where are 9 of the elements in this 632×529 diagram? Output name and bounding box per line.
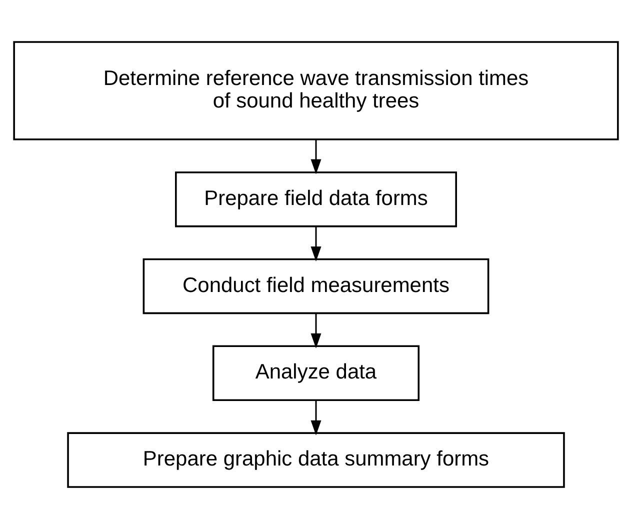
arrow bbox=[310, 139, 322, 174]
arrow bbox=[310, 226, 322, 262]
node-box: Analyze data bbox=[212, 345, 420, 401]
node-box: Determine reference wave transmission times of sound healthy trees bbox=[13, 41, 619, 140]
node-box: Prepare graphic data summary forms bbox=[67, 432, 565, 488]
node-box: Conduct field measurements bbox=[142, 258, 490, 314]
arrow bbox=[310, 400, 322, 436]
node-box: Prepare field data forms bbox=[175, 171, 457, 228]
arrow bbox=[310, 313, 322, 348]
